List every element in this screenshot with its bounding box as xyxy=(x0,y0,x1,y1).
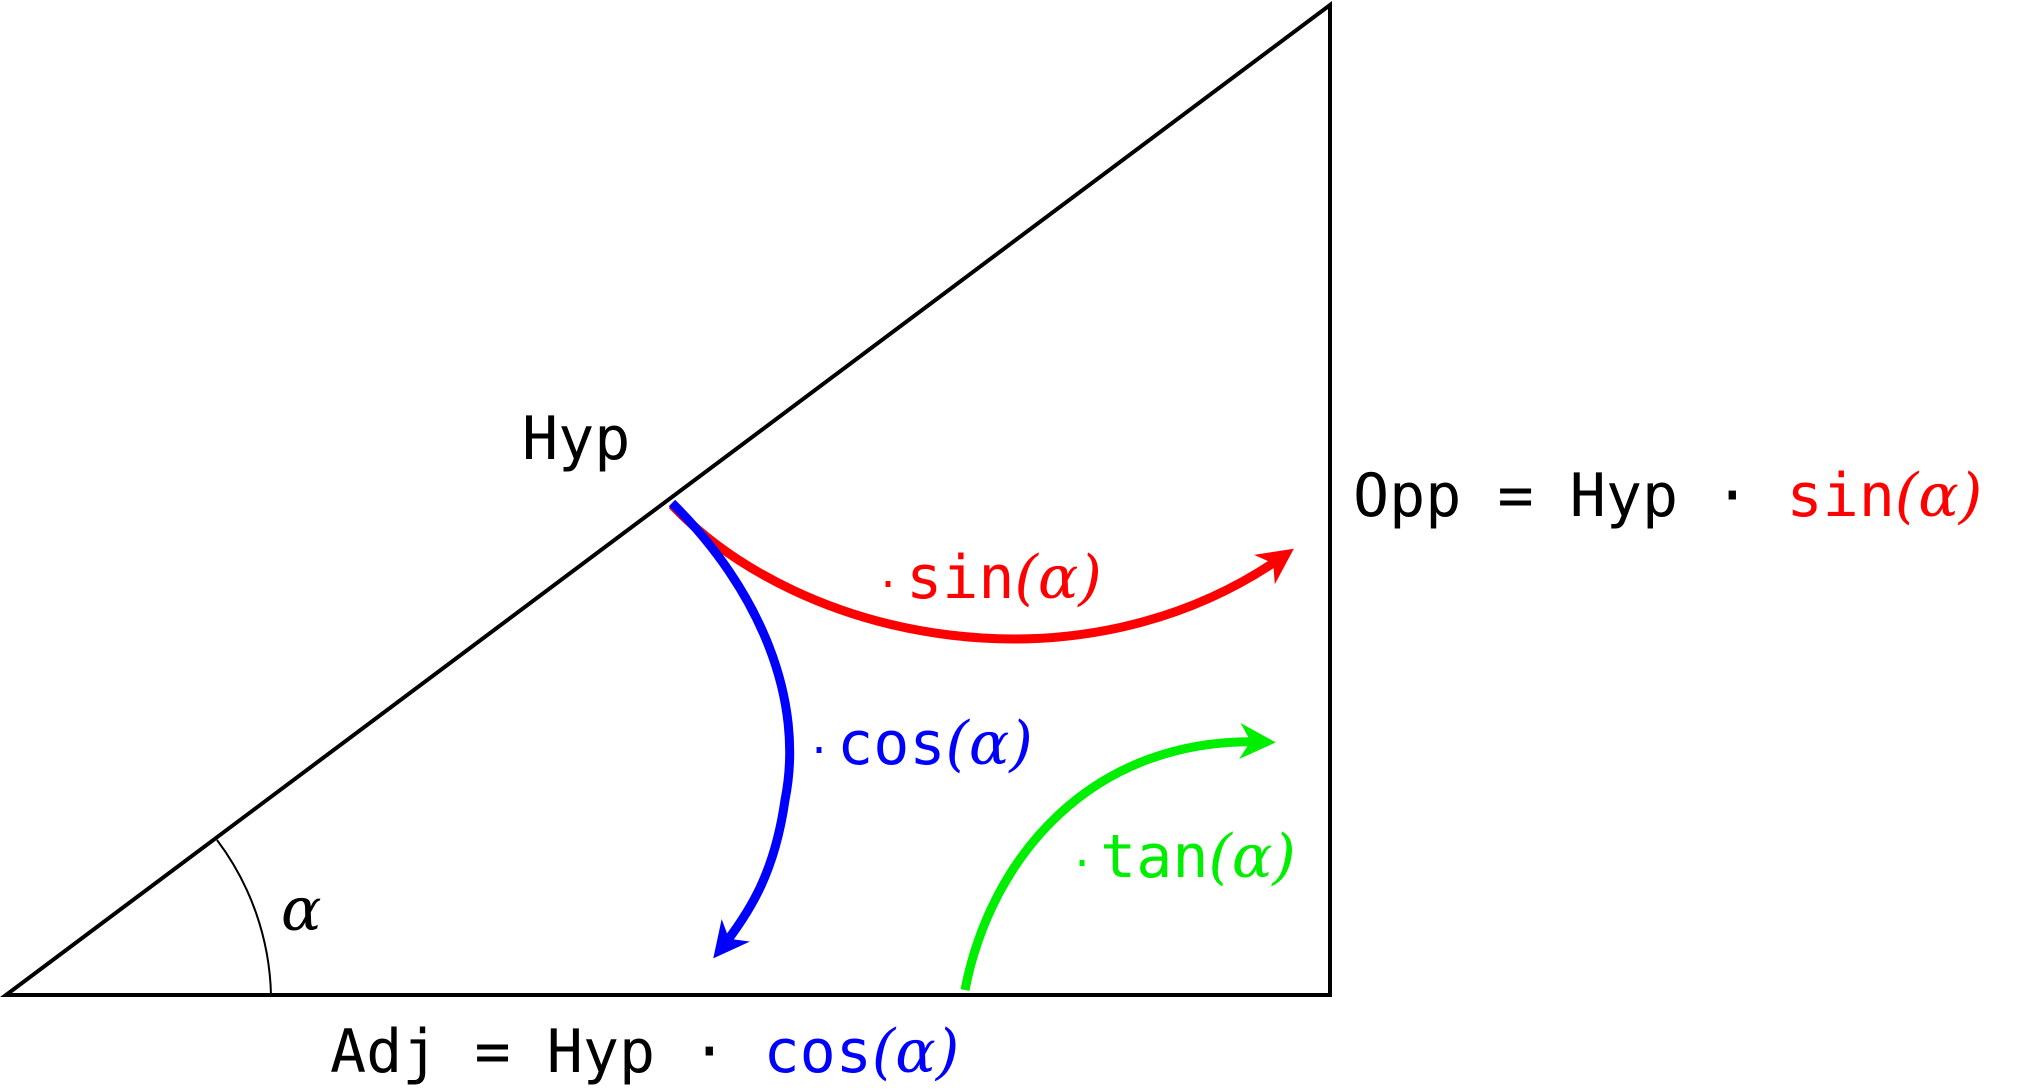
opp-equation: Opp = Hyp · sin(α) xyxy=(1353,461,1982,531)
sin-factor-var: α xyxy=(1038,543,1079,613)
opp-equation-close: ) xyxy=(1957,461,1982,531)
adj-equation-var: α xyxy=(895,1017,936,1087)
tan-factor-label: ·tan(α) xyxy=(1070,822,1296,892)
cos-factor-label: ·cos(α) xyxy=(807,709,1033,779)
adj-equation-open: ( xyxy=(872,1017,897,1087)
sin-factor-open: ( xyxy=(1014,543,1039,613)
cos-factor-close: ) xyxy=(1007,709,1032,779)
sin-factor-close: ) xyxy=(1076,543,1101,613)
sin-factor-label: ·sin(α) xyxy=(876,543,1102,613)
sin-arrow xyxy=(668,501,1294,644)
adj-equation-close: ) xyxy=(934,1017,959,1087)
opp-equation-open: ( xyxy=(1895,461,1920,531)
angle-arc xyxy=(216,839,272,996)
cos-arrow xyxy=(668,499,795,959)
tan-arrow xyxy=(960,723,1276,991)
sin-factor-dot: · xyxy=(876,562,900,608)
cos-factor-var: α xyxy=(969,709,1010,779)
opp-equation-dot: · xyxy=(1714,461,1750,531)
tan-factor-fn: tan xyxy=(1100,822,1208,892)
tan-factor-dot: · xyxy=(1070,841,1094,887)
alpha-label: α xyxy=(281,875,322,945)
right-triangle xyxy=(0,1,1332,997)
hyp-label: Hyp xyxy=(522,404,630,474)
tan-factor-close: ) xyxy=(1270,822,1295,892)
cos-factor-dot: · xyxy=(807,728,831,774)
sin-factor-fn: sin xyxy=(906,543,1014,613)
adj-equation-dot: · xyxy=(691,1017,727,1087)
adj-equation-fn: cos xyxy=(727,1017,872,1087)
opp-equation-var: α xyxy=(1918,461,1959,531)
cos-factor-open: ( xyxy=(945,709,970,779)
tan-factor-var: α xyxy=(1232,822,1273,892)
opp-equation-lhs: Opp = Hyp xyxy=(1353,461,1714,531)
adj-equation: Adj = Hyp · cos(α) xyxy=(330,1017,959,1087)
adj-equation-lhs: Adj = Hyp xyxy=(330,1017,691,1087)
tan-factor-open: ( xyxy=(1208,822,1233,892)
opp-equation-fn: sin xyxy=(1750,461,1895,531)
cos-factor-fn: cos xyxy=(837,709,945,779)
